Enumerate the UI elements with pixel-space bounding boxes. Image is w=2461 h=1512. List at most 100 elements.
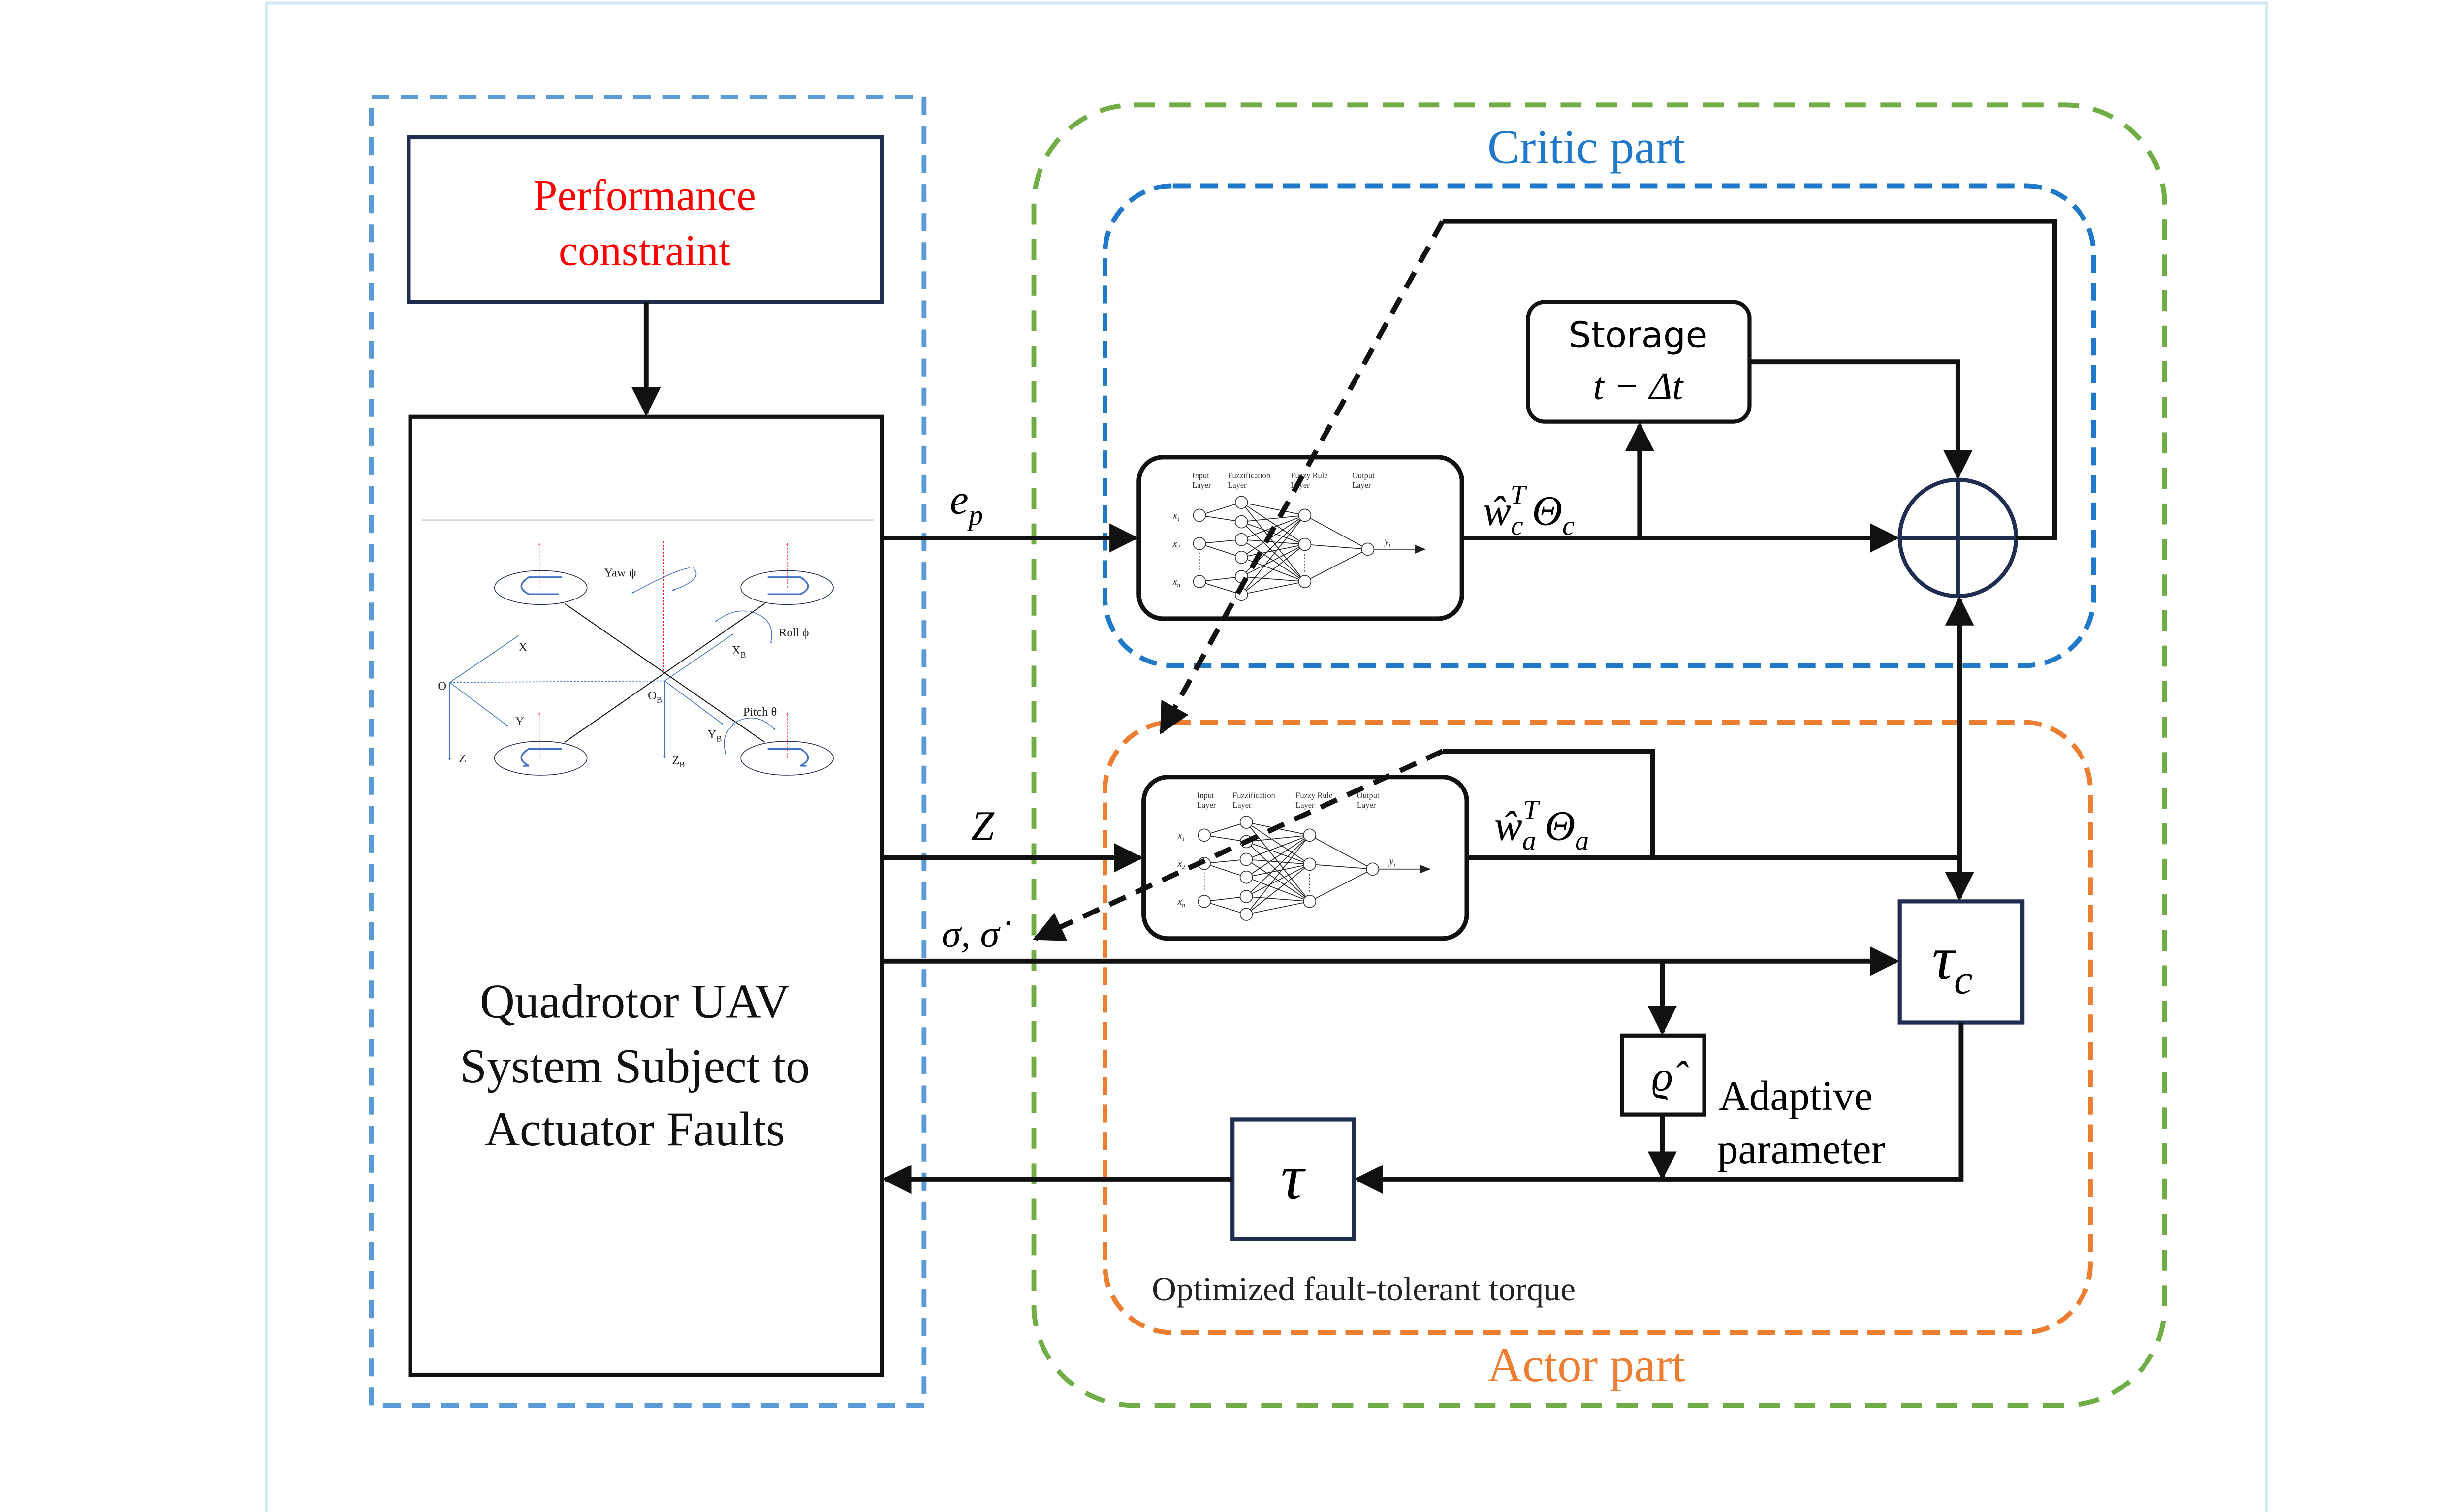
rotor-icon <box>741 570 833 604</box>
x-axis-label: X <box>519 641 528 654</box>
storage-label: Storage <box>1569 315 1707 356</box>
actor-feedback-line <box>1442 749 1655 858</box>
nn-layer-label: Fuzzy Rule <box>1291 471 1327 480</box>
sigma-label: σ, σ̇ <box>942 913 1010 955</box>
nn-edge <box>1246 835 1310 860</box>
system-label-3: Actuator Faults <box>485 1102 785 1156</box>
quadrotor-figure: Yaw ψ Roll ϕ Pitch θ X Y Z O OB XB YB ZB <box>438 541 833 775</box>
actor-title: Actor part <box>1487 1338 1685 1392</box>
nn-edge <box>1304 544 1368 550</box>
actor-frame <box>1103 720 2093 1335</box>
nn-node <box>1198 828 1211 842</box>
nn-node <box>1361 542 1375 556</box>
nn-layer-label: Input <box>1197 790 1214 800</box>
nn-edge <box>1246 859 1310 865</box>
nn-edge <box>1241 502 1305 516</box>
nn-node <box>1298 537 1312 551</box>
nn-edge <box>1246 864 1310 897</box>
system-label-2: System Subject to <box>460 1040 810 1093</box>
nn-layer-label: Input <box>1192 471 1209 480</box>
tau-label: τ <box>1281 1141 1306 1213</box>
rotor-icon <box>495 741 587 775</box>
arm-2 <box>565 603 764 742</box>
spin-arrow-icon <box>768 577 808 594</box>
nn-edge <box>1204 896 1247 902</box>
nn-layer-label: Layer <box>1232 800 1252 810</box>
nn-layer-label: Layer <box>1192 480 1211 490</box>
y-axis-label: Y <box>515 715 524 728</box>
nn-edge <box>1304 515 1368 550</box>
nn-node <box>1303 857 1317 871</box>
nn-edge <box>1246 835 1310 897</box>
nn-edge <box>1199 502 1242 516</box>
spin-arrow-icon <box>768 749 808 765</box>
z-axis-label: Z <box>459 752 466 765</box>
nn-edge <box>1309 864 1373 870</box>
nn-node <box>1234 551 1248 564</box>
tau-c-box <box>1897 899 2025 1025</box>
critic-to-actor-dashed-arrow <box>1159 220 1445 735</box>
adaptive-parameter-box <box>1620 1033 1706 1117</box>
nn-edge <box>1199 576 1242 582</box>
nn-layer-label: Fuzzification <box>1232 790 1275 800</box>
z-label: Z <box>971 803 995 850</box>
nn-input-label: x2 <box>1177 858 1186 871</box>
nn-node <box>1198 895 1211 908</box>
arrow-storage-to-sum <box>1749 359 1973 480</box>
adaptive-label-2: parameter <box>1717 1126 1885 1172</box>
nn-edge <box>1241 515 1305 558</box>
nn-layer-label: Output <box>1352 471 1375 480</box>
origin-label: O <box>438 679 446 693</box>
nn-edge <box>1304 549 1368 582</box>
nn-edge <box>1204 901 1247 915</box>
nn-edge <box>1246 835 1310 878</box>
nn-layer-label: Fuzzification <box>1228 471 1270 480</box>
nn-node <box>1303 895 1317 908</box>
torque-caption: Optimized fault-tolerant torque <box>1152 1270 1576 1308</box>
nn-edge <box>1241 544 1305 558</box>
nn-input-label: xn <box>1172 576 1181 589</box>
critic-frame <box>1103 183 2096 668</box>
nn-node <box>1193 508 1206 522</box>
nn-node <box>1239 816 1253 829</box>
nn-edge <box>1241 515 1305 595</box>
nn-edge <box>1204 835 1247 842</box>
nn-edge <box>1199 539 1242 544</box>
nn-edge <box>1309 869 1373 902</box>
yaw-label: Yaw ψ <box>604 567 636 580</box>
nn-node <box>1239 890 1253 903</box>
nn-edge <box>1241 502 1305 545</box>
arrow-tauc-to-tau <box>1354 1022 1964 1194</box>
ep-label: ep <box>950 477 983 532</box>
nn-edge <box>1204 821 1247 836</box>
nn-node <box>1366 862 1380 876</box>
nn-node <box>1234 496 1248 509</box>
nn-edge <box>1199 515 1242 522</box>
nn-edge <box>1246 835 1310 915</box>
critic-feedback-line <box>1442 219 2057 540</box>
actor-critic-frame <box>1031 102 2167 1408</box>
constraint-label-2: constraint <box>559 226 731 275</box>
nn-edge <box>1246 896 1310 902</box>
system-label-1: Quadrotor UAV <box>480 975 790 1029</box>
nn-layer-label: Fuzzy Rule <box>1295 790 1332 800</box>
nn-node <box>1193 575 1206 588</box>
nn-layer-label: Layer <box>1228 480 1247 490</box>
nn-input-label: xn <box>1177 896 1186 909</box>
frame-axes <box>448 568 775 760</box>
nn-edge <box>1246 864 1310 878</box>
rotor-icon <box>495 570 587 604</box>
sum-junction <box>1897 477 2019 598</box>
nn-edge <box>1241 521 1305 582</box>
nn-node <box>1298 575 1312 588</box>
nn-edge <box>1241 544 1305 577</box>
nn-node <box>1239 870 1253 884</box>
nn-layer-label: Layer <box>1352 480 1371 490</box>
body-origin-label: OB <box>648 689 662 705</box>
adaptive-label-1: Adaptive <box>1719 1073 1873 1119</box>
nn-edge <box>1204 859 1247 864</box>
